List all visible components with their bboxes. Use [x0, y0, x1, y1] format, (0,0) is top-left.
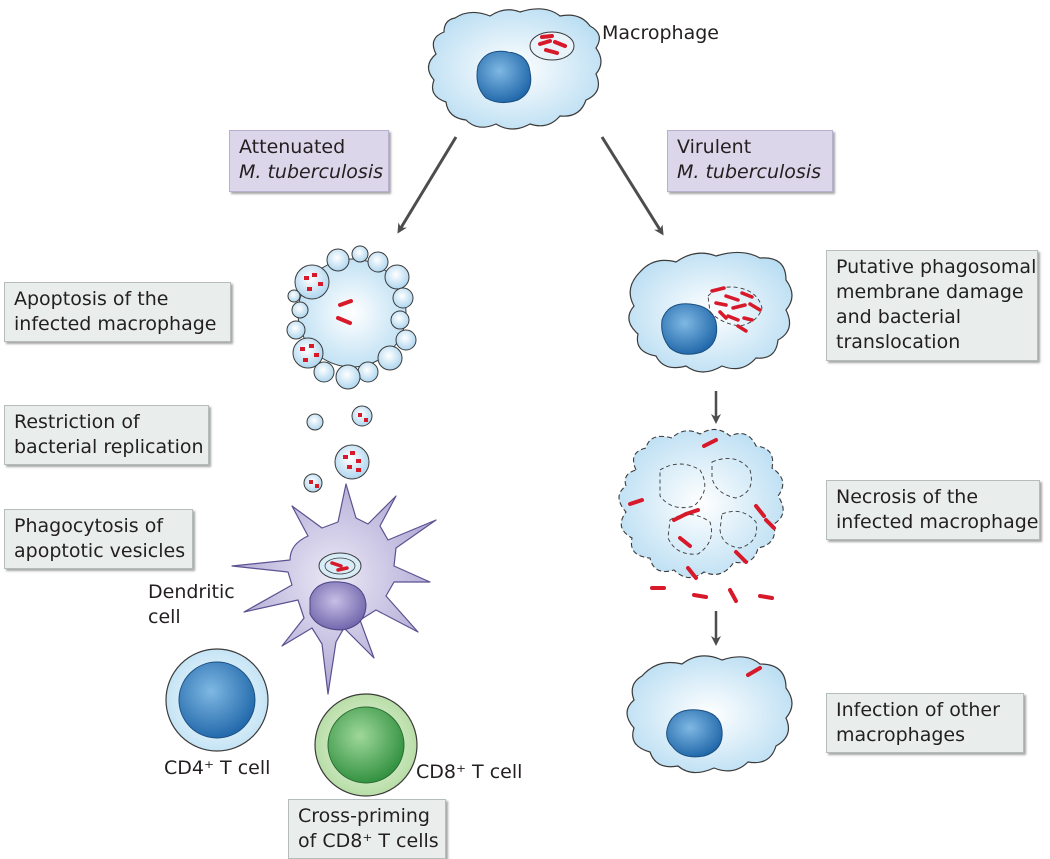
- cd8-t-cell-label: CD8⁺ T cell: [416, 761, 523, 783]
- dendritic-cell-label-line2: cell: [148, 606, 181, 628]
- membrane-damage-line4: translocation: [836, 331, 961, 353]
- restriction-box: Restriction of bacterial replication: [4, 405, 209, 465]
- dendritic-cell-nucleus: [309, 581, 367, 631]
- attenuated-line2: M. tuberculosis: [239, 161, 383, 183]
- apoptosis-line2: infected macrophage: [14, 313, 217, 335]
- necrosis-line1: Necrosis of the: [836, 486, 979, 508]
- attenuated-mtb-box: Attenuated M. tuberculosis: [229, 130, 389, 192]
- macrophage-label: Macrophage: [602, 22, 719, 44]
- infection-box: Infection of other macrophages: [826, 693, 1024, 753]
- necrosis-line2: infected macrophage: [836, 511, 1039, 533]
- macrophage-membrane-damage: [628, 251, 793, 373]
- vesicle-bacteria: [309, 413, 368, 488]
- dendritic-cell: [231, 483, 437, 695]
- virulent-line2: M. tuberculosis: [677, 161, 821, 183]
- macrophage-infected: [626, 655, 793, 774]
- membrane-damage-box: Putative phagosomal membrane damage and …: [826, 250, 1038, 361]
- cd8-t-cell: [314, 693, 418, 797]
- phagocytosis-line1: Phagocytosis of: [14, 515, 164, 537]
- cd4-t-cell-label: CD4⁺ T cell: [164, 757, 271, 779]
- restriction-line1: Restriction of: [14, 411, 140, 433]
- cross-priming-box: Cross-priming of CD8⁺ T cells: [288, 799, 446, 859]
- apoptotic-macrophage: [286, 245, 417, 390]
- macrophage-top: [427, 8, 602, 130]
- apoptotic-vesicles: [303, 405, 373, 493]
- cross-priming-line1: Cross-priming: [298, 805, 430, 827]
- phagosome-bacteria: [538, 34, 567, 55]
- necrotic-macrophage: [618, 428, 784, 603]
- arrow-to-attenuated: [397, 136, 458, 234]
- virulent-line1: Virulent: [677, 136, 752, 158]
- macrophage-top-phagosome: [529, 31, 575, 61]
- membrane-damage-line3: and bacterial: [836, 306, 962, 328]
- membrane-damage-line2: membrane damage: [836, 281, 1024, 303]
- cross-priming-line2: of CD8⁺ T cells: [298, 830, 439, 852]
- infection-line2: macrophages: [836, 724, 966, 746]
- membrane-damage-line1: Putative phagosomal: [836, 256, 1037, 278]
- apoptosis-box: Apoptosis of the infected macrophage: [4, 282, 231, 342]
- apoptosis-line1: Apoptosis of the: [14, 288, 169, 310]
- infection-line1: Infection of other: [836, 699, 1000, 721]
- macrophage-top-nucleus: [476, 50, 532, 104]
- phagocytosis-box: Phagocytosis of apoptotic vesicles: [4, 509, 193, 569]
- phagocytosis-line2: apoptotic vesicles: [14, 540, 186, 562]
- necrosis-box: Necrosis of the infected macrophage: [826, 480, 1040, 540]
- arrow-to-virulent: [600, 136, 664, 236]
- virulent-mtb-box: Virulent M. tuberculosis: [667, 130, 833, 192]
- attenuated-line1: Attenuated: [239, 136, 346, 158]
- dendritic-cell-label-line1: Dendritic: [148, 581, 235, 603]
- restriction-line2: bacterial replication: [14, 436, 204, 458]
- cd4-t-cell: [165, 648, 269, 752]
